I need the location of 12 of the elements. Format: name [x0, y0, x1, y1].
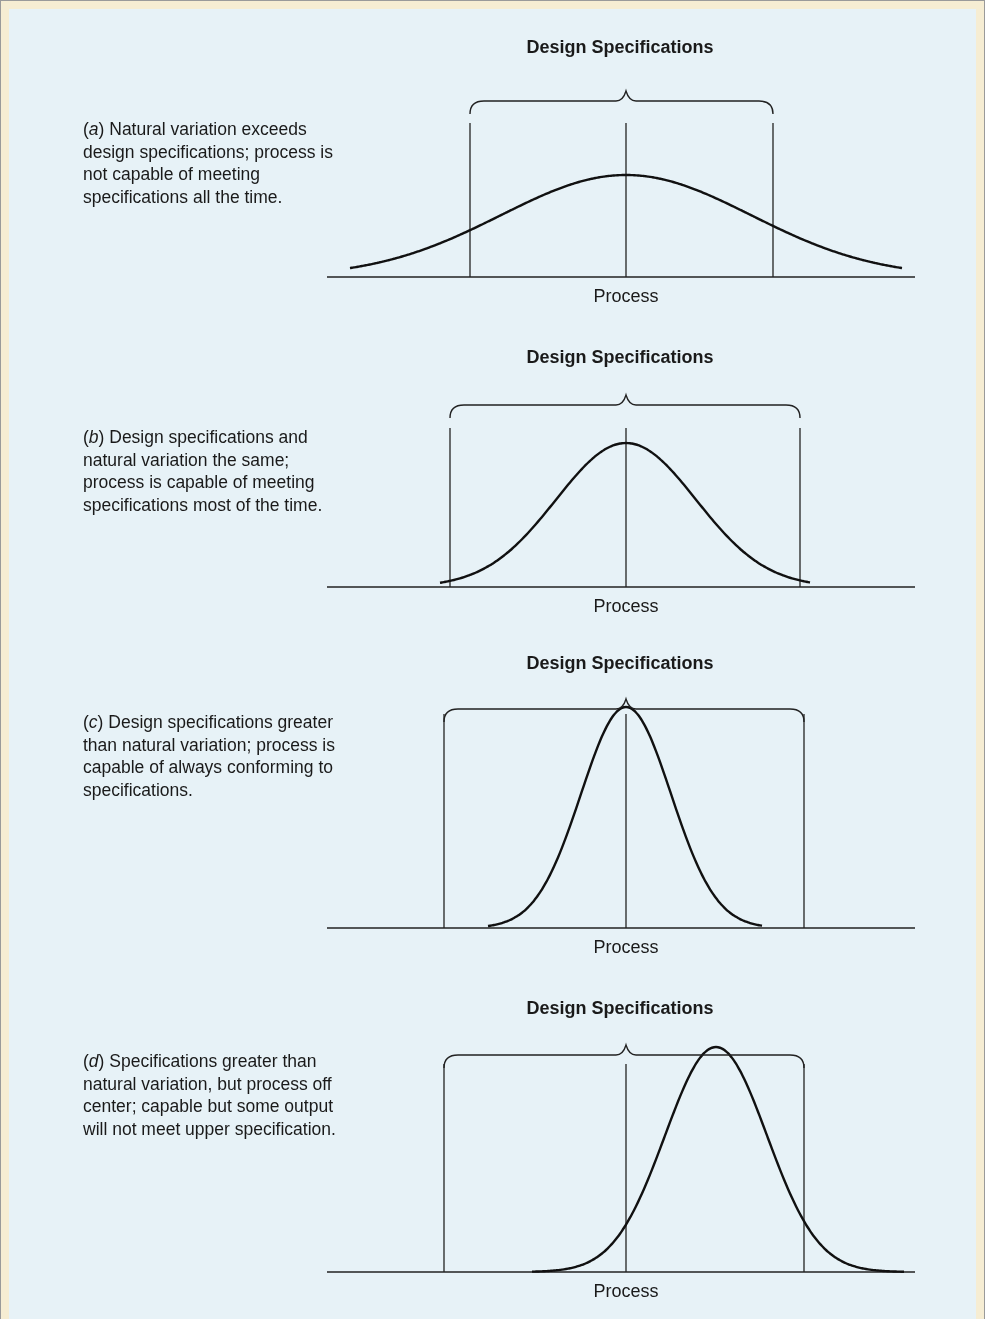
axis-label: Process	[592, 595, 660, 617]
axis-label: Process	[592, 936, 660, 958]
design-specifications-heading: Design Specifications	[525, 997, 715, 1020]
design-specifications-heading: Design Specifications	[525, 346, 715, 369]
case-description: (a) Natural variation exceeds design specifications; process is not capable of meeting specifications all the time.	[83, 118, 334, 209]
case-description: (c) Design specifications greater than natural variation; process is capable of always conforming to specifications.	[83, 711, 336, 802]
case-description: (b) Design specifications and natural variation the same; process is capable of meeting specifications most of the time.	[83, 426, 324, 517]
design-specifications-heading: Design Specifications	[525, 36, 715, 59]
axis-label: Process	[592, 285, 660, 307]
case-description: (d) Specifications greater than natural variation, but process off center; capable but some output will not meet upper specification.	[83, 1050, 337, 1141]
axis-label: Process	[592, 1280, 660, 1302]
design-specifications-heading: Design Specifications	[525, 652, 715, 675]
